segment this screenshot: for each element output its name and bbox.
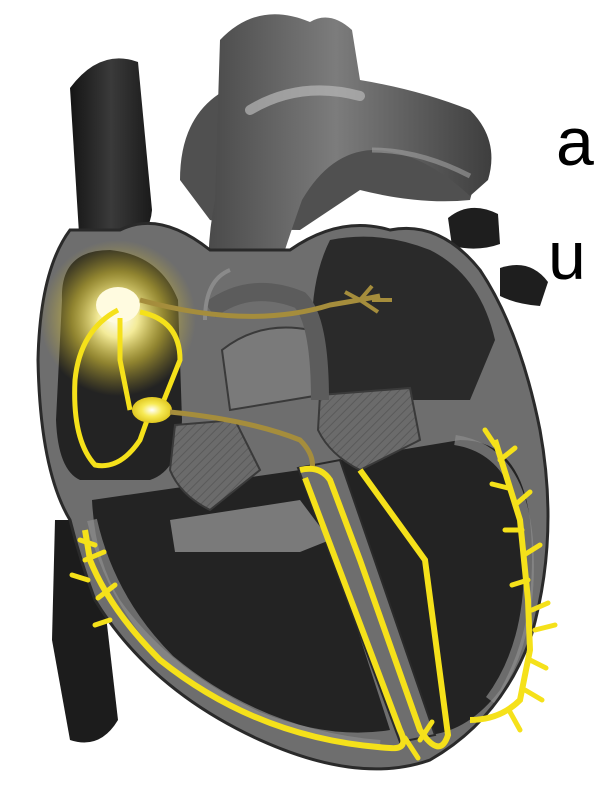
edge-text-line-2: u — [548, 222, 586, 290]
edge-text-line-1: a — [556, 108, 594, 176]
